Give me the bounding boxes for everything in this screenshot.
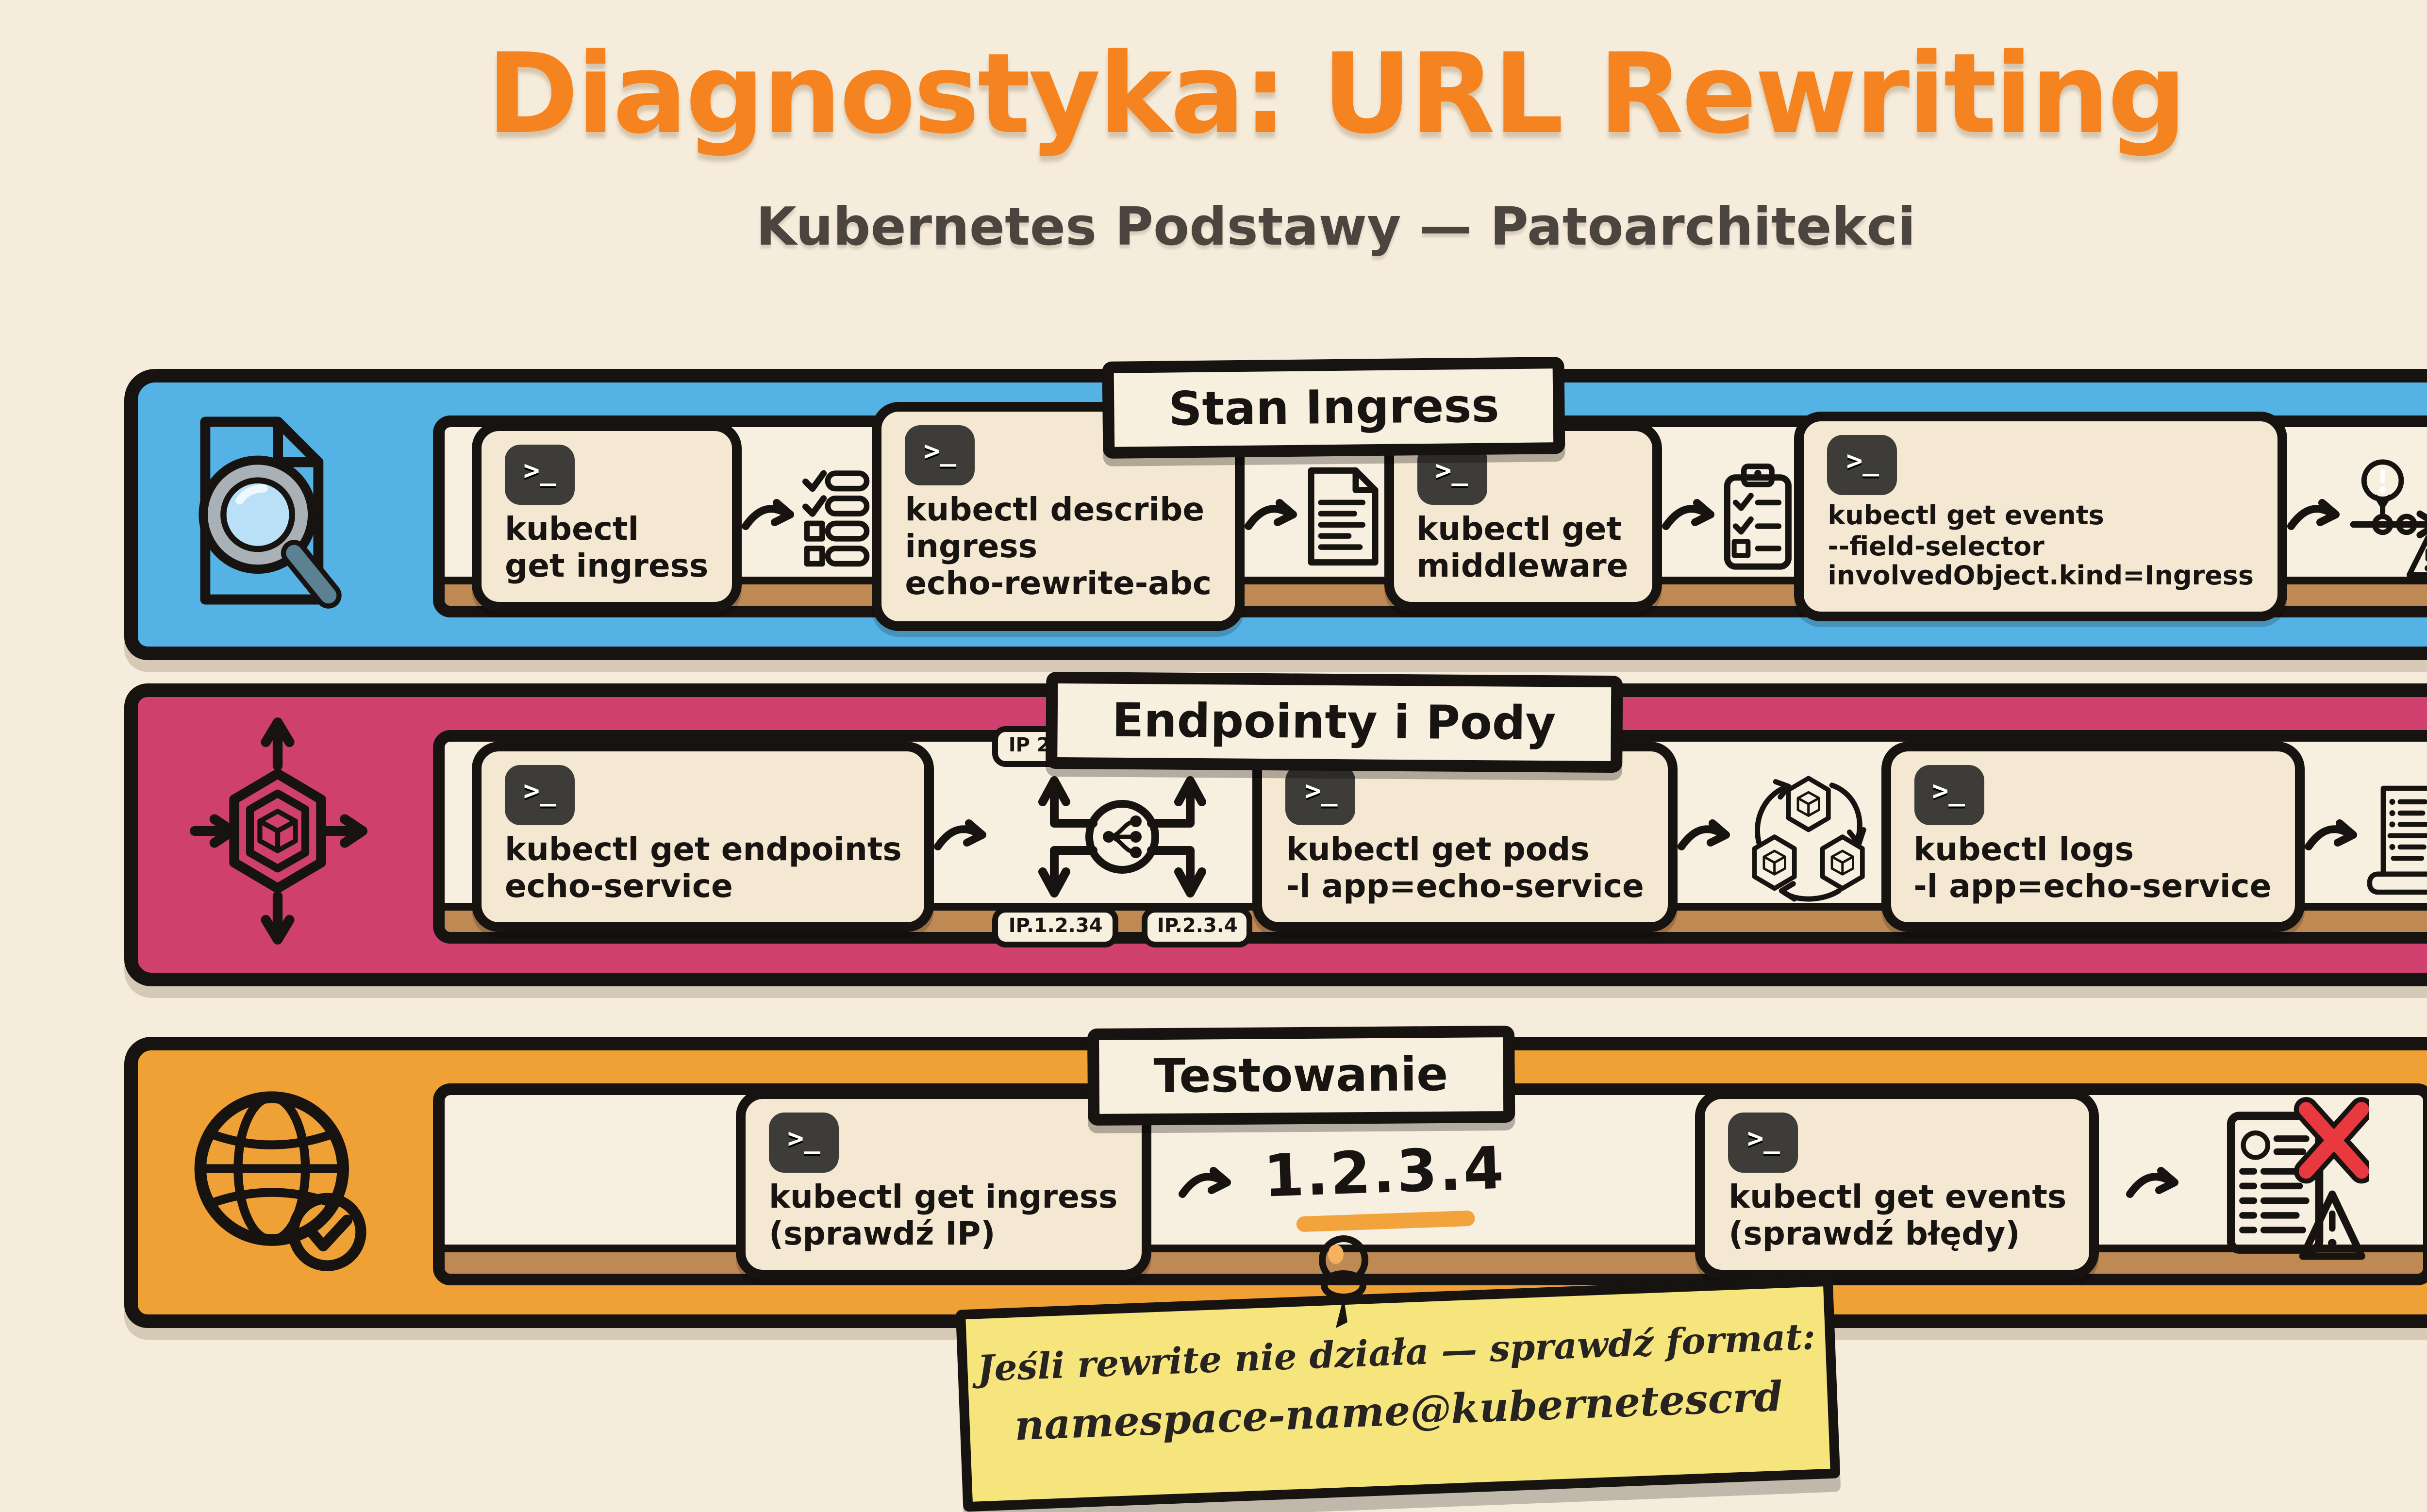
command-text: -l app=echo-service bbox=[1286, 867, 1644, 904]
band-stan-ingress: Stan Ingress >_ kubectl bbox=[124, 357, 2427, 660]
command-text: --field-selector bbox=[1828, 532, 2045, 563]
command-text: ingress bbox=[905, 528, 1038, 565]
service-endpoints-icon bbox=[181, 714, 375, 955]
command-card-logs: >_ kubectl logs -l app=echo-service bbox=[1880, 741, 2305, 933]
terminal-icon: >_ bbox=[1286, 764, 1356, 825]
arrow-icon bbox=[1677, 819, 1729, 850]
command-text: kubectl get endpoints bbox=[505, 830, 902, 867]
band-label-testowanie: Testowanie bbox=[1087, 1025, 1515, 1126]
command-card-get-endpoints: >_ kubectl get endpoints echo-service bbox=[472, 741, 935, 933]
clipboard-icon bbox=[1723, 464, 1791, 570]
event-alert-icon bbox=[2349, 459, 2427, 578]
terminal-icon: >_ bbox=[505, 444, 575, 504]
arrow-icon bbox=[2304, 819, 2357, 850]
arrow-icon bbox=[2127, 1167, 2179, 1198]
command-text: middleware bbox=[1416, 547, 1629, 583]
arrow-icon bbox=[1245, 499, 1297, 530]
terminal-icon: >_ bbox=[769, 1112, 839, 1172]
command-text: (sprawdź błędy) bbox=[1729, 1214, 2020, 1251]
command-card-get-ingress: >_ kubectl get ingress bbox=[472, 420, 742, 613]
command-text: kubectl get pods bbox=[1286, 830, 1590, 867]
command-text: kubectl get bbox=[1416, 510, 1622, 547]
result-ip: 1.2.3.4 bbox=[1262, 1135, 1507, 1233]
command-text: echo-rewrite-abc bbox=[905, 565, 1212, 602]
arrow-icon bbox=[1661, 499, 1714, 530]
band-testowanie: Testowanie >_ kubectl get ingress bbox=[124, 1025, 2427, 1328]
ip-chip-bottom-right: IP.2.3.4 bbox=[1141, 907, 1253, 947]
terminal-icon: >_ bbox=[1913, 764, 1984, 825]
terminal-icon: >_ bbox=[1729, 1112, 1799, 1172]
arrow-icon bbox=[1178, 1167, 1230, 1198]
result-ip-underline bbox=[1296, 1210, 1475, 1232]
command-text: echo-service bbox=[505, 867, 733, 904]
command-text: kubectl get events bbox=[1828, 501, 2104, 533]
command-text: involvedObject.kind=Ingress bbox=[1828, 561, 2254, 593]
terminal-icon: >_ bbox=[905, 426, 975, 486]
checklist-icon bbox=[802, 470, 869, 567]
arrow-icon bbox=[934, 819, 987, 850]
page-title: Diagnostyka: URL Rewriting bbox=[486, 31, 2187, 159]
command-card-get-ingress-ip: >_ kubectl get ingress (sprawdź IP) bbox=[736, 1088, 1151, 1280]
terminal-icon: >_ bbox=[1828, 435, 1898, 496]
band-label-stan-ingress: Stan Ingress bbox=[1102, 357, 1566, 459]
command-text: kubectl describe bbox=[905, 492, 1205, 529]
ip-chip-bottom-left: IP.1.2.34 bbox=[993, 907, 1118, 947]
command-card-get-pods: >_ kubectl get pods -l app=echo-service bbox=[1253, 741, 1677, 933]
command-text: get ingress bbox=[505, 547, 709, 583]
command-text: kubectl get ingress bbox=[769, 1178, 1118, 1215]
band-endpointy-i-pody: Endpointy i Pody bbox=[124, 671, 2427, 986]
document-icon bbox=[1308, 467, 1379, 566]
band-label-endpointy: Endpointy i Pody bbox=[1046, 671, 1622, 773]
pushpin-icon bbox=[1319, 1235, 1368, 1328]
arrow-icon bbox=[741, 499, 794, 530]
arrow-icon bbox=[2287, 499, 2340, 530]
scroll-logs-icon bbox=[2367, 785, 2427, 895]
command-text: kubectl logs bbox=[1913, 830, 2134, 867]
terminal-icon: >_ bbox=[505, 764, 575, 825]
inspect-document-icon bbox=[181, 410, 359, 619]
command-text: (sprawdź IP) bbox=[769, 1214, 996, 1251]
pods-icon bbox=[1751, 776, 1866, 902]
command-text: kubectl bbox=[505, 510, 639, 547]
sticky-note: Jeśli rewrite nie działa — sprawdź forma… bbox=[955, 1276, 1841, 1512]
globe-check-icon bbox=[181, 1081, 375, 1283]
command-text: kubectl get events bbox=[1729, 1178, 2067, 1215]
page-subtitle: Kubernetes Podstawy — Patoarchitekci bbox=[756, 198, 1916, 258]
command-text: -l app=echo-service bbox=[1913, 867, 2272, 904]
error-report-icon bbox=[2228, 1097, 2369, 1260]
command-card-get-events-errors: >_ kubectl get events (sprawdź błędy) bbox=[1696, 1088, 2100, 1280]
command-card-get-events-ingress: >_ kubectl get events --field-selector i… bbox=[1795, 412, 2287, 621]
